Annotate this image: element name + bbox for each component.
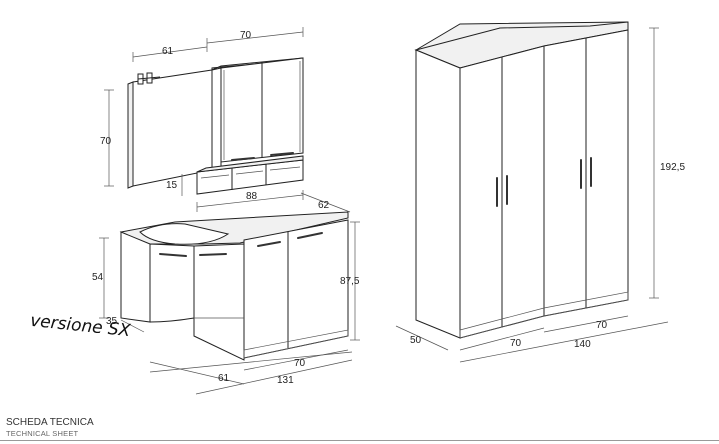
lamp-bar [137,76,161,80]
dim-base-total: 131 [277,375,294,386]
footer-rule [0,440,719,441]
dim-line-cabinet-width [206,31,304,44]
wardrobe-plinth [459,291,629,339]
dim-wardrobe-right: 70 [596,320,608,331]
dim-depth-small: 35 [106,316,118,327]
dim-line-shelf-width [196,194,304,208]
dim-line-base-right [243,349,349,371]
dim-line-wardrobe-total [459,321,669,363]
dim-wardrobe-depth: 50 [410,335,422,346]
shelf-inner [235,170,264,175]
dim-base-depth: 62 [318,200,330,211]
base-handle-icon [159,253,187,257]
cabinet-handle-icon [231,157,255,161]
mirror-panel [132,69,213,187]
base-handle-icon [297,232,323,239]
footer-title: SCHEDA TECNICA [6,417,94,428]
dim-base-height: 87,5 [340,276,360,287]
base-handle-icon [257,241,281,247]
shelf-inner [269,166,301,171]
wardrobe-side [415,49,461,339]
dim-wardrobe-total: 140 [574,339,591,350]
dim-line-base-total [195,359,353,395]
dim-shelf-height: 15 [166,180,178,191]
base-mid-front [193,243,245,361]
dim-line-depth-small [120,319,145,333]
dim-line-base-depth [300,192,351,213]
dim-line-base-left [149,361,245,385]
dim-line-mirror-width [132,46,208,58]
dim-base-left: 61 [218,373,230,384]
base-handle-icon [199,253,227,256]
dim-line-wardrobe-depth [395,325,449,351]
dim-line-wardrobe-right [543,315,629,333]
wall-cabinet-side [211,67,222,173]
base-plinth [243,329,349,359]
dim-mirror-height: 70 [100,136,112,147]
shelf-inner [200,174,230,179]
base-left-side [120,231,151,323]
dim-mirror-width: 61 [162,46,174,57]
mirror-edge [127,81,134,189]
base-unit: 62 54 87,5 35 70 61 131 [92,192,360,395]
dim-sink-height: 54 [92,272,104,283]
wardrobe: 192,5 50 70 70 140 [395,21,685,363]
dim-shelf-width: 88 [246,191,258,202]
dim-wardrobe-left: 70 [510,338,522,349]
mirror-wall-unit: 61 70 70 15 88 [100,27,304,212]
dim-line-base-total-a [149,351,353,373]
footer-subtitle: TECHNICAL SHEET [6,429,79,438]
dim-line-wardrobe-left [459,327,545,351]
dim-cabinet-width: 70 [240,30,252,41]
dim-wardrobe-height: 192,5 [660,162,685,173]
dim-base-right: 70 [294,358,306,369]
cabinet-handle-icon [270,152,294,156]
sink-basin [139,223,230,245]
base-right-front [243,219,349,359]
open-shelf-top [196,155,304,173]
